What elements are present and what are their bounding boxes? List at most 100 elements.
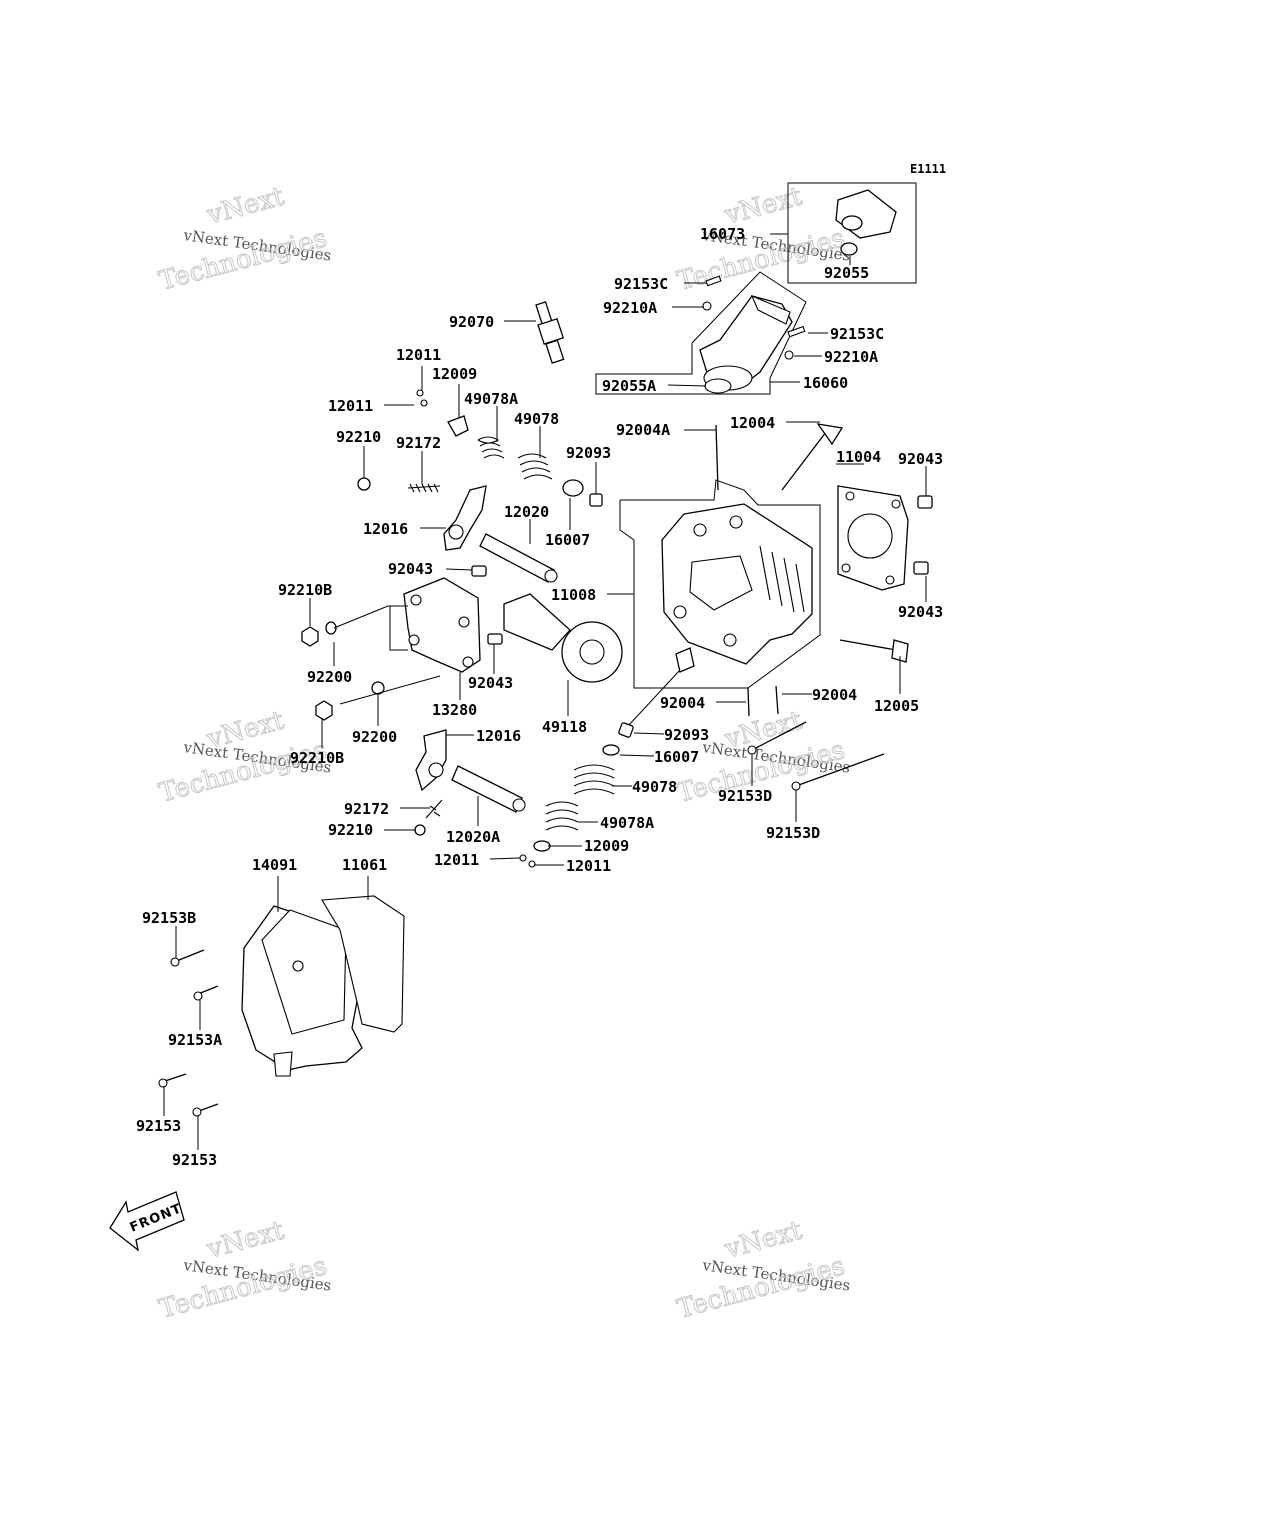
washer-92200-a — [325, 621, 337, 635]
label-92200-bottom: 92200 — [352, 728, 397, 746]
label-11004: 11004 — [836, 448, 881, 466]
label-92210-top: 92210 — [336, 428, 381, 446]
rocker-arm-bottom — [415, 729, 447, 792]
screw-92172-top — [407, 483, 441, 493]
label-12016-bottom: 12016 — [476, 727, 521, 745]
bolt-92153c-left — [705, 275, 722, 287]
valve-guide-lower — [627, 647, 695, 727]
label-92070: 92070 — [449, 313, 494, 331]
label-12016-top: 12016 — [363, 520, 408, 538]
retainer-16007-bottom — [602, 744, 620, 756]
head-cover — [241, 905, 365, 1077]
watermark-big-top: vNext — [721, 1215, 806, 1265]
intake-pipe — [699, 294, 793, 391]
label-92043-bottom-right: 92043 — [898, 603, 943, 621]
label-92210b-bottom: 92210B — [290, 749, 344, 767]
label-14091: 14091 — [252, 856, 297, 874]
label-16007-top: 16007 — [545, 531, 590, 549]
spring-49078-bottom — [573, 764, 615, 795]
seal-bottom — [533, 840, 551, 852]
label-92153b: 92153B — [142, 909, 196, 927]
spring-49078a-top — [477, 436, 505, 459]
label-12020: 12020 — [504, 503, 549, 521]
camshaft — [503, 593, 623, 683]
watermark-bottom-right: vNext vNext Technologies Technologies — [674, 1215, 852, 1325]
label-92004-right: 92004 — [812, 686, 857, 704]
label-12005: 12005 — [874, 697, 919, 715]
label-92043-center: 92043 — [468, 674, 513, 692]
label-92153d-lower: 92153D — [766, 824, 820, 842]
label-16007-bottom: 16007 — [654, 748, 699, 766]
label-92043-upper-left: 92043 — [388, 560, 433, 578]
label-49078a-bottom: 49078A — [600, 814, 654, 832]
label-92093-top: 92093 — [566, 444, 611, 462]
watermark-big-top: vNext — [203, 1215, 288, 1265]
label-92055: 92055 — [824, 264, 869, 282]
label-12004: 12004 — [730, 414, 775, 432]
label-92093-bottom: 92093 — [664, 726, 709, 744]
pin-92043-c — [917, 495, 933, 509]
pin-92043-a — [471, 565, 487, 577]
label-92153c-right: 92153C — [830, 325, 884, 343]
intake-plate — [835, 189, 897, 256]
label-92153a: 92153A — [168, 1031, 222, 1049]
label-49078a-top: 49078A — [464, 390, 518, 408]
screw-92172-bottom — [425, 799, 443, 819]
nut-92210b-a — [301, 626, 319, 647]
label-13280: 13280 — [432, 701, 477, 719]
nut-92210a-left — [702, 301, 712, 311]
spring-49078-top — [517, 453, 553, 480]
label-12011-bottom-right: 12011 — [566, 857, 611, 875]
cover-gasket — [321, 895, 405, 1033]
label-12009-top: 12009 — [432, 365, 477, 383]
label-92172-top: 92172 — [396, 434, 441, 452]
nut-92210-top — [357, 477, 371, 491]
label-49078-top: 49078 — [514, 410, 559, 428]
bolt-92153-b — [192, 1103, 219, 1117]
label-49118: 49118 — [542, 718, 587, 736]
cap-92093-bottom — [618, 722, 634, 738]
watermark-bottom-left: vNext vNext Technologies Technologies — [156, 1215, 333, 1325]
bolt-92153b — [170, 949, 205, 967]
bolt-92153c-right — [787, 325, 806, 338]
label-92210a-left: 92210A — [603, 299, 657, 317]
cylinder-gasket — [837, 485, 909, 591]
cap-92093-top — [589, 493, 603, 507]
label-12009-bottom: 12009 — [584, 837, 629, 855]
keepers-bottom — [519, 854, 536, 868]
label-12011-left: 12011 — [328, 397, 373, 415]
label-92210a-right: 92210A — [824, 348, 878, 366]
label-92153-a: 92153 — [136, 1117, 181, 1135]
keepers-top — [416, 389, 428, 407]
stud-92004-right — [775, 685, 779, 715]
label-11008: 11008 — [551, 586, 596, 604]
frames — [595, 182, 917, 689]
retainer-16007-top — [562, 479, 584, 497]
label-12020a: 12020A — [446, 828, 500, 846]
valve-12005 — [839, 639, 909, 663]
watermark-big-top: vNext — [203, 181, 288, 231]
label-92200-top: 92200 — [307, 668, 352, 686]
pin-92043-d — [913, 561, 929, 575]
camshaft-holder — [403, 577, 481, 673]
bolt-92153-a — [158, 1073, 187, 1088]
label-49078-bottom: 49078 — [632, 778, 677, 796]
shaft-12020a — [451, 765, 526, 813]
label-92210b-top: 92210B — [278, 581, 332, 599]
label-16073: 16073 — [700, 225, 745, 243]
front-arrow: FRONT — [109, 1191, 185, 1252]
label-92153d-upper: 92153D — [718, 787, 772, 805]
stud-92004-left — [747, 687, 750, 717]
pin-92043-b — [487, 633, 503, 645]
part-labels: 16073 92055 92153C 92210A 92070 92153C 9… — [136, 225, 943, 1169]
bolt-92153a — [193, 985, 219, 1001]
label-92004-left: 92004 — [660, 694, 705, 712]
label-92055a: 92055A — [602, 377, 656, 395]
label-12011-top: 12011 — [396, 346, 441, 364]
valve-12004 — [781, 423, 844, 491]
nut-92210b-b — [315, 700, 333, 721]
leader-lines — [163, 256, 927, 1150]
label-92043-top-right: 92043 — [898, 450, 943, 468]
watermark-big-top: vNext — [721, 181, 806, 231]
